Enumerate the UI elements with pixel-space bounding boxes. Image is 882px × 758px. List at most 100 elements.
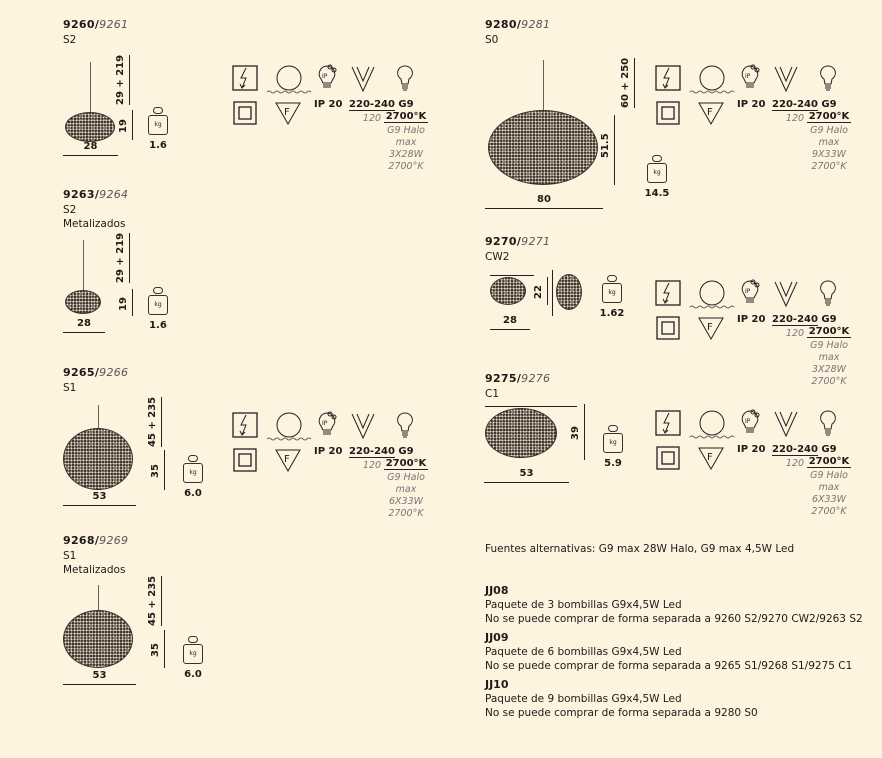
bulb-icon xyxy=(396,65,414,97)
weight-icon: kg xyxy=(183,455,203,485)
bulb-icon xyxy=(396,412,414,444)
pack-desc: Paquete de 6 bombillas G9x4,5W Led xyxy=(485,646,682,658)
weight-knob xyxy=(188,636,198,643)
halo-temp: 2700°K xyxy=(811,376,847,387)
ip-rating-icon: IP xyxy=(739,63,761,95)
product-code-main: 9263 xyxy=(63,188,95,201)
voltage-v-icon xyxy=(773,65,799,97)
cable-dim-line xyxy=(161,576,162,626)
lamp-illustration xyxy=(488,110,598,185)
bulb-icon xyxy=(819,410,837,442)
voltage: 220-240 xyxy=(349,446,395,458)
height-dim: 35 xyxy=(150,643,161,657)
halo-temp: 2700°K xyxy=(811,506,847,517)
width-dim: 80 xyxy=(537,194,551,205)
voltage-alt: 120 xyxy=(785,328,805,339)
height-dim-line xyxy=(132,289,133,316)
electrical-hazard-icon xyxy=(655,280,681,310)
suspension-cable-icon xyxy=(543,60,549,110)
halo-temp: 2700°K xyxy=(388,161,424,172)
height-dim: 39 xyxy=(570,426,581,440)
finish-label: Metalizados xyxy=(63,564,126,576)
weight-knob xyxy=(153,107,163,114)
halo-temp: 2700°K xyxy=(388,508,424,519)
socket: G9 xyxy=(398,99,414,110)
cable-dim-line xyxy=(634,58,635,108)
ip-rating-icon: IP xyxy=(316,410,338,442)
kg-label: kg xyxy=(148,115,168,135)
height-dim-line xyxy=(547,277,548,305)
lamp-illustration xyxy=(63,610,133,668)
voltage-v-icon xyxy=(350,412,376,444)
product-code: 9263/9264 xyxy=(63,188,129,201)
halo-temp: 2700°K xyxy=(811,161,847,172)
voltage-alt: 120 xyxy=(785,113,805,124)
halo-label: G9 Halo xyxy=(387,125,425,136)
model-label: S1 xyxy=(63,550,77,562)
weight-knob xyxy=(607,275,617,282)
pack-jj09: JJ09 Paquete de 6 bombillas G9x4,5W Led … xyxy=(485,631,852,673)
lamp-side-view xyxy=(556,274,582,310)
pack-desc: Paquete de 3 bombillas G9x4,5W Led xyxy=(485,599,682,611)
class-ii-double-insulation-icon xyxy=(233,448,257,476)
product-code-alt: 9264 xyxy=(99,188,129,201)
product-code: 9280/9281 xyxy=(485,18,551,31)
voltage-v-icon xyxy=(350,65,376,97)
width-dim: 53 xyxy=(92,491,107,502)
color-temp: 2700°K xyxy=(384,458,428,470)
f-mark-icon: F xyxy=(698,316,724,344)
width-dim-line xyxy=(63,684,136,685)
halo-power: 9X33W xyxy=(811,149,847,160)
halo-label: G9 Halo xyxy=(810,340,848,351)
voltage: 220-240 xyxy=(772,99,818,111)
width-dim: 53 xyxy=(92,670,107,681)
ip-rating: IP 20 xyxy=(737,444,766,455)
product-model: CW2 xyxy=(485,250,509,264)
weight-knob xyxy=(188,455,198,462)
kg-label: kg xyxy=(647,163,667,183)
height-dim-line xyxy=(132,110,133,140)
ceiling-plate-line xyxy=(485,406,577,407)
ip-rating-icon: IP xyxy=(739,278,761,310)
suspension-cable-icon xyxy=(90,62,96,112)
halo-power: 6X33W xyxy=(388,496,424,507)
max-label: max xyxy=(818,137,840,148)
width-dim-line xyxy=(484,482,569,483)
svg-text:F: F xyxy=(284,107,290,118)
pack-desc: Paquete de 9 bombillas G9x4,5W Led xyxy=(485,693,682,705)
halo-label: G9 Halo xyxy=(810,470,848,481)
product-code: 9260/9261 xyxy=(63,18,129,31)
height-dim: 19 xyxy=(118,119,129,133)
electrical-hazard-icon xyxy=(232,65,258,95)
width-dim: 53 xyxy=(519,468,534,479)
weight-icon: kg xyxy=(148,107,168,137)
f-mark-icon: F xyxy=(275,448,301,476)
product-code-main: 9268 xyxy=(63,534,95,547)
class-ii-double-insulation-icon xyxy=(656,101,680,129)
suspension-cable-icon xyxy=(98,585,104,610)
halo-power: 3X28W xyxy=(811,364,847,375)
product-code-alt: 9276 xyxy=(521,372,551,385)
voltage: 220-240 xyxy=(772,444,818,456)
class-ii-double-insulation-icon xyxy=(233,101,257,129)
suspension-cable-icon xyxy=(83,240,89,290)
voltage-alt: 120 xyxy=(785,458,805,469)
f-mark-icon: F xyxy=(275,101,301,129)
svg-text:IP: IP xyxy=(322,420,328,427)
model-label: C1 xyxy=(485,388,500,400)
kg-label: kg xyxy=(148,295,168,315)
ceiling-plate-line xyxy=(490,275,534,276)
height-dim: 19 xyxy=(118,296,129,311)
color-temp: 2700°K xyxy=(384,111,428,123)
model-label: S2 xyxy=(63,34,77,46)
product-code-alt: 9266 xyxy=(99,366,129,379)
voltage-v-icon xyxy=(773,280,799,312)
svg-text:IP: IP xyxy=(745,288,751,295)
pack-code: JJ09 xyxy=(485,631,509,644)
color-temp: 2700°K xyxy=(807,326,851,338)
weight-value: 1.6 xyxy=(149,320,167,331)
width-dim: 28 xyxy=(83,141,98,152)
